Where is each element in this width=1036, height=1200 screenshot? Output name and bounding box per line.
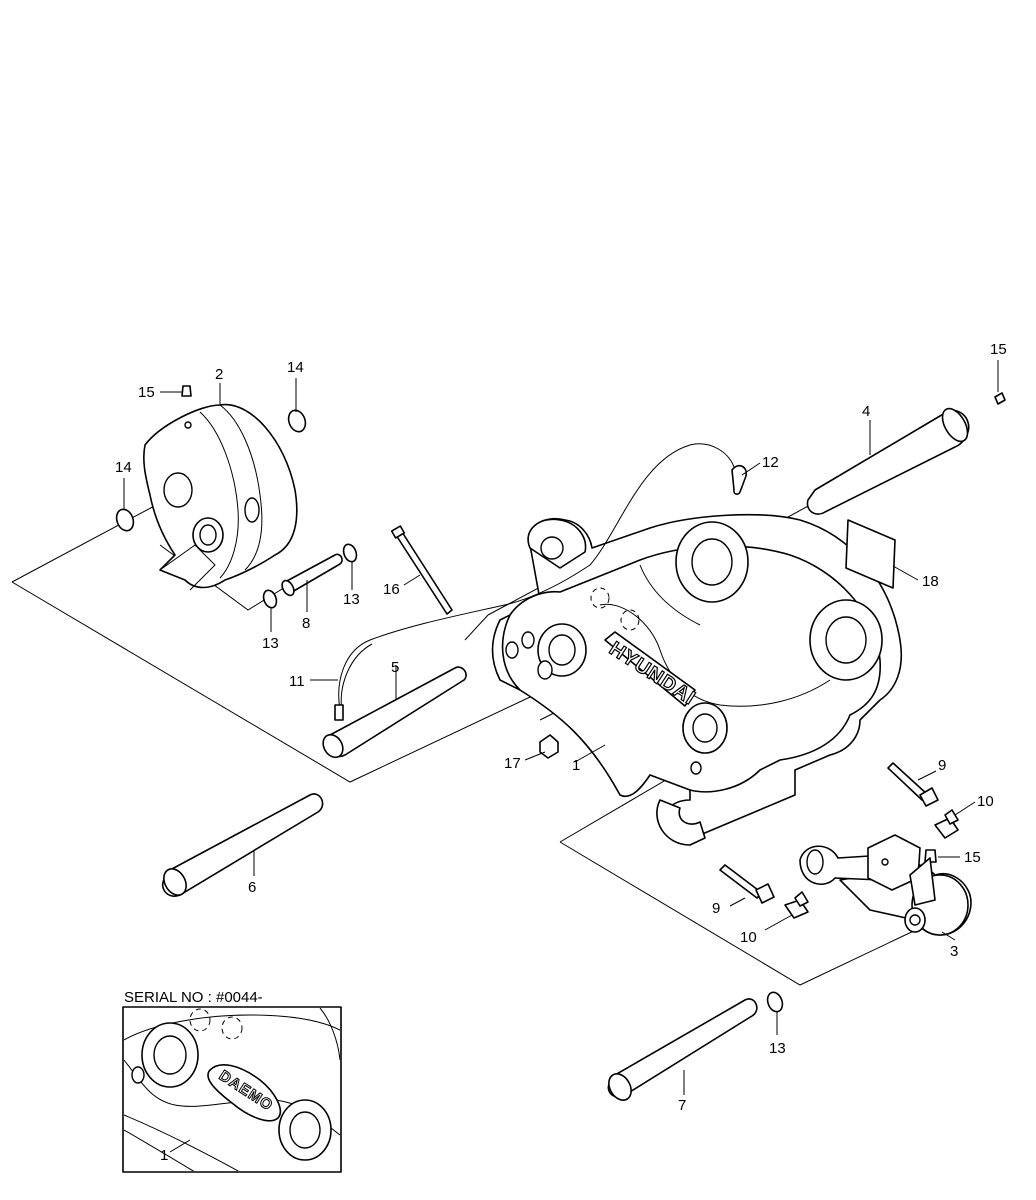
label-13-bottom: 13 [769,1040,786,1057]
label-8: 8 [302,615,310,632]
label-7: 7 [678,1097,686,1114]
label-5: 5 [391,659,399,676]
label-9-left: 9 [712,900,720,917]
label-15-top-right: 15 [990,341,1007,358]
label-11: 11 [289,673,305,690]
label-2: 2 [215,366,223,383]
serial-inset: SERIAL NO : #0044- DAEMO 1 [122,989,342,1173]
serial-number-text: SERIAL NO : #0044- [124,989,263,1006]
label-3: 3 [950,943,958,960]
part-11-wire [334,443,736,721]
part-4-pin [806,392,1006,515]
part-18-plate [845,519,896,589]
label-12: 12 [762,454,779,471]
part-labels: 2 15 14 14 15 4 12 16 13 18 13 8 5 11 17… [115,341,1007,1114]
label-16: 16 [383,581,400,598]
label-1-inset: 1 [160,1147,168,1164]
label-14-left: 14 [115,459,132,476]
part-3-cylinder [799,834,972,936]
part-2-block [143,403,298,591]
part-7-pin [607,998,758,1101]
part-16-bolt [390,525,453,615]
label-10-right: 10 [977,793,994,810]
label-4: 4 [862,403,870,420]
label-15-top-left: 15 [138,384,155,401]
label-6: 6 [248,879,256,896]
label-10-left: 10 [740,929,757,946]
part-8-pin [281,553,343,597]
o-rings [115,409,784,1013]
part-5-pin [322,666,467,759]
label-15-right: 15 [964,849,981,866]
part-10-elbows [784,809,959,919]
label-13-left: 13 [262,635,279,652]
label-13-mid: 13 [343,591,360,608]
leader-lines [123,360,999,1095]
label-14-top: 14 [287,359,304,376]
label-18: 18 [922,573,939,590]
label-1: 1 [572,757,580,774]
part-6-pin [161,793,324,897]
label-9-right: 9 [938,757,946,774]
quick-coupler-body: HYUNDAI [491,513,903,846]
part-9-fittings [719,762,939,904]
part-12-clip [731,464,748,495]
label-17: 17 [504,755,521,772]
